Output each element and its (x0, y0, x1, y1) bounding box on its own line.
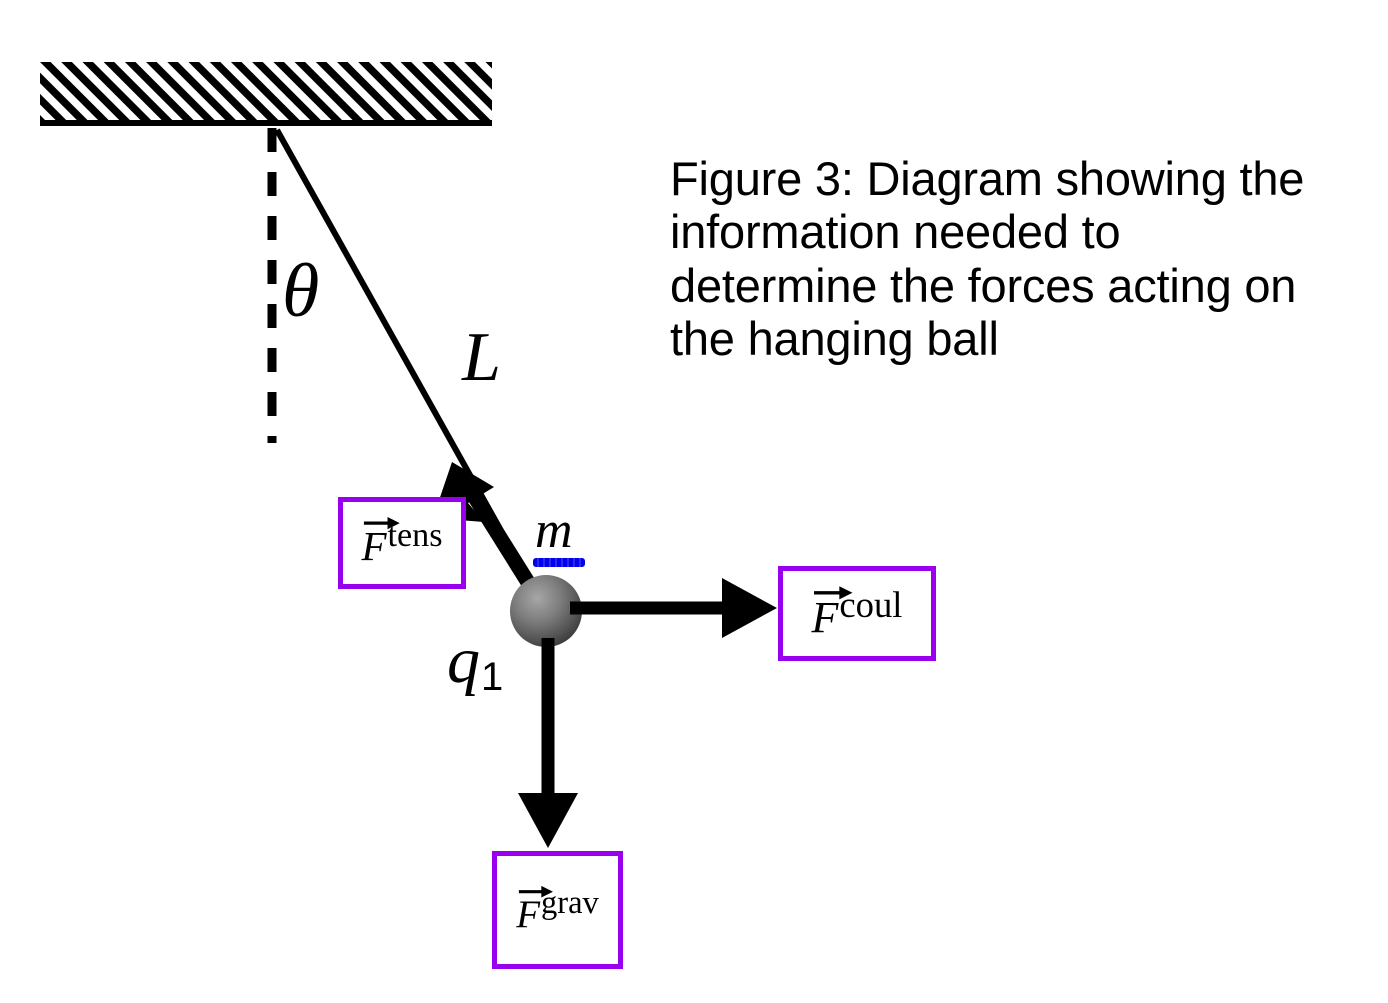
gravity-force-arrow (518, 638, 578, 848)
charge-label: q1 (447, 628, 503, 698)
charge-subscript: 1 (481, 655, 504, 699)
force-symbol-gravity: F (516, 885, 554, 934)
spellcheck-squiggle-underline (533, 558, 585, 567)
force-superscript-tension: tens (387, 516, 443, 554)
string-length-label: L (462, 319, 501, 396)
angle-theta-label: θ (282, 249, 320, 333)
mass-symbol: m (535, 502, 573, 559)
charge-symbol: q (447, 624, 480, 697)
ceiling-baseline (40, 120, 492, 126)
ceiling-hatch-fill (40, 62, 492, 126)
force-superscript-gravity: grav (541, 884, 599, 921)
figure-caption: Figure 3: Diagram showing the informatio… (670, 152, 1305, 366)
mass-label: m (533, 502, 585, 567)
force-superscript-coulomb: coul (839, 583, 903, 625)
force-symbol-coulomb: F (811, 586, 853, 640)
ceiling-hatched-support (40, 62, 492, 126)
hanging-ball (510, 575, 582, 647)
force-symbol-tension: F (361, 517, 401, 567)
coulomb-force-arrow (570, 578, 777, 638)
